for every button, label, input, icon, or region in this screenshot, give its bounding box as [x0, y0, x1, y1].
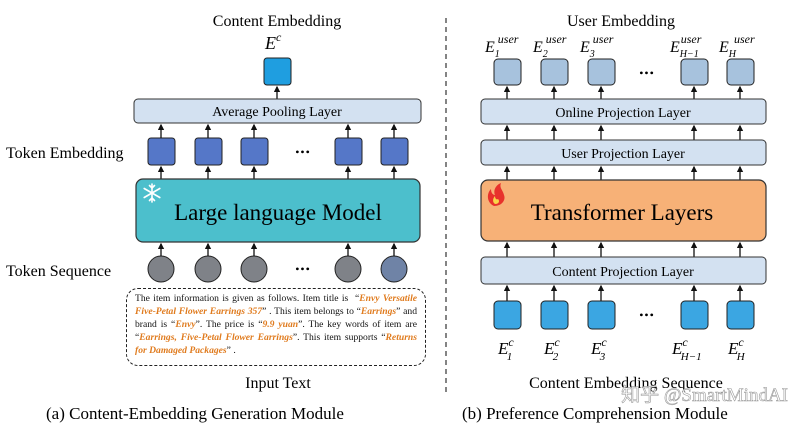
transformer-layers-box	[480, 179, 767, 242]
average-pooling-layer	[133, 98, 422, 124]
user-embedding-box	[680, 58, 709, 86]
input-text-segment: ” .	[226, 345, 236, 357]
input-text-label: Input Text	[245, 375, 311, 392]
user-embedding-symbol: E2user	[532, 32, 567, 60]
user-embedding-box	[493, 58, 522, 86]
content-embedding-box	[726, 300, 755, 330]
token-embedding-ellipsis: •••	[295, 145, 311, 159]
highlight-brand: Envy	[175, 319, 196, 331]
online-projection-label: Online Projection Layer	[555, 106, 691, 121]
token-embedding	[147, 137, 176, 166]
highlight-item-title: Envy Versatile Five-Petal Flower Earring…	[135, 293, 418, 318]
user-embedding-symbol: E3user	[579, 32, 614, 60]
highlight-category: Earrings	[360, 306, 397, 318]
content-embedding-title: Content Embedding	[213, 13, 341, 30]
input-text-segment: ”. The price is “	[195, 319, 263, 331]
user-projection-label: User Projection Layer	[561, 147, 685, 162]
input-text-segment: The item information is given as follows…	[135, 293, 360, 304]
user-embedding-symbol: E1user	[484, 32, 519, 60]
input-text-segment: ” . This item belongs to “	[262, 306, 361, 318]
input-text-segment: ” and brand is “	[135, 306, 417, 331]
token-embedding-label: Token Embedding	[6, 145, 124, 162]
arrows-online-to-user	[503, 85, 744, 99]
token-circle	[334, 255, 362, 283]
input-text-box: The item information is given as follows…	[126, 288, 426, 366]
arrows-content-to-contentproj	[503, 284, 744, 301]
token-embedding	[240, 137, 269, 166]
large-language-model-box	[135, 178, 421, 243]
average-pooling-label: Average Pooling Layer	[212, 105, 342, 120]
arrows-userproj-to-online	[503, 124, 744, 140]
content-embedding-box	[680, 300, 709, 330]
large-language-model-label: Large language Model	[174, 200, 382, 225]
content-embedding-sequence-label: Content Embedding Sequence	[529, 375, 723, 392]
token-circle	[147, 255, 175, 283]
token-embedding	[194, 137, 223, 166]
arrows-llm-to-embed	[157, 165, 398, 179]
token-circle	[194, 255, 222, 283]
watermark: 知乎 @SmartMindAI	[621, 384, 788, 406]
content-embedding-box	[587, 300, 616, 330]
online-projection-layer	[480, 98, 767, 125]
token-circle-special	[380, 255, 408, 283]
fire-icon	[487, 183, 505, 206]
arrows-transformer-to-userproj	[503, 165, 744, 180]
caption-a: (a) Content-Embedding Generation Module	[46, 404, 344, 423]
output-embedding-symbol: Ec	[264, 30, 282, 53]
token-embedding	[334, 137, 363, 166]
content-embedding-row	[493, 300, 755, 330]
content-embedding-ellipsis: •••	[639, 308, 655, 322]
user-embedding-symbols: E1user E2user E3user EH−1user EHuser	[484, 32, 755, 60]
highlight-price: 9.9 yuan	[262, 319, 299, 331]
user-embedding-symbol: EHuser	[718, 32, 755, 60]
highlight-support: Returns for Damaged Packages	[135, 332, 417, 357]
arrows-contentproj-to-transformer	[503, 241, 744, 257]
token-sequence-ellipsis: •••	[295, 262, 311, 276]
transformer-layers-label: Transformer Layers	[531, 200, 714, 225]
user-embedding-box	[726, 58, 755, 86]
output-embedding-box	[263, 57, 292, 86]
token-embedding-row	[147, 137, 409, 166]
content-projection-layer	[480, 256, 767, 285]
token-embedding	[380, 137, 409, 166]
user-projection-layer	[480, 139, 767, 166]
token-circle	[240, 255, 268, 283]
input-text-segment: ”. This item supports “	[292, 332, 386, 344]
highlight-keywords: Earrings, Five-Petal Flower Earrings	[139, 332, 293, 344]
user-embedding-box	[587, 58, 616, 86]
token-sequence-label: Token Sequence	[6, 263, 111, 280]
token-sequence-row	[147, 255, 408, 283]
user-embedding-ellipsis: •••	[639, 66, 655, 80]
user-embedding-title: User Embedding	[567, 13, 675, 30]
user-embedding-row	[493, 58, 755, 86]
content-embedding-box	[493, 300, 522, 330]
user-embedding-box	[540, 58, 569, 86]
content-embedding-box	[540, 300, 569, 330]
arrows-token-to-llm	[157, 242, 398, 256]
arrows-embed-to-pool	[157, 123, 398, 138]
snowflake-icon	[143, 183, 161, 203]
input-text-segment: ”. The key words of item are “	[135, 319, 417, 344]
content-projection-label: Content Projection Layer	[552, 265, 694, 280]
caption-b: (b) Preference Comprehension Module	[462, 404, 728, 423]
user-embedding-symbol: EH−1user	[669, 32, 702, 60]
